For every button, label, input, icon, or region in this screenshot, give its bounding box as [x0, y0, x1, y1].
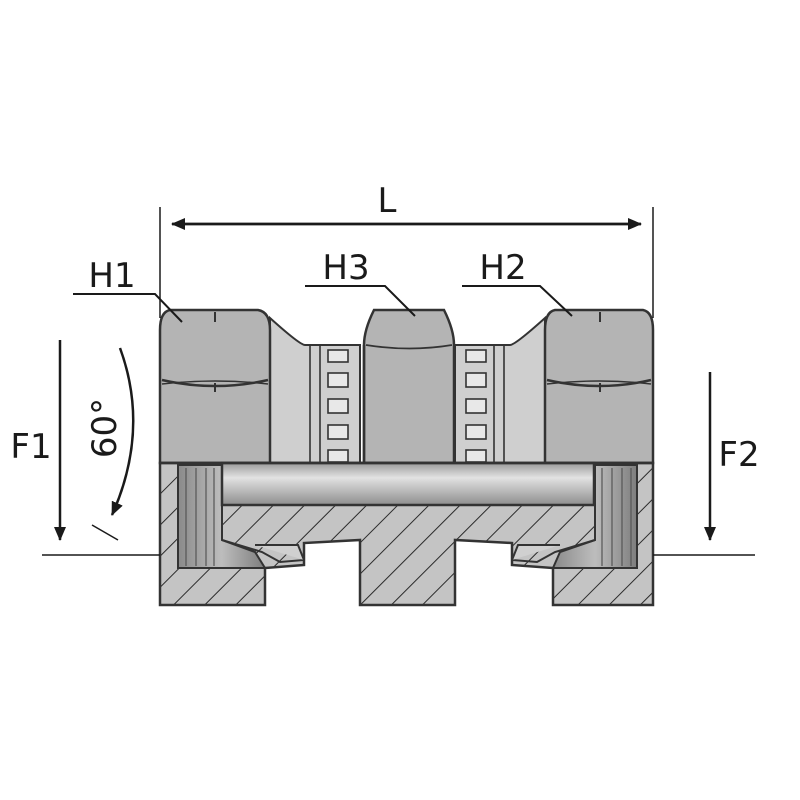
exterior-view [158, 308, 655, 465]
label-f2: F2 [718, 435, 759, 475]
labels: L H1 H3 H2 F1 F2 60° [10, 181, 759, 475]
thread-grooves-left [309, 345, 349, 463]
label-h3: H3 [322, 248, 369, 288]
label-h2: H2 [479, 248, 526, 288]
label-angle: 60° [85, 398, 125, 458]
label-h1: H1 [88, 256, 135, 296]
through-bore [220, 461, 596, 507]
body-right-neck [454, 315, 546, 464]
hex-nut-h2 [543, 308, 655, 465]
label-l: L [378, 181, 397, 221]
dimension-lines [42, 207, 755, 556]
leader-h3 [305, 285, 416, 317]
hex-center-h3 [362, 308, 456, 465]
body-left-neck [269, 315, 361, 464]
section-view [158, 461, 655, 607]
leader-h1 [73, 293, 183, 323]
leader-h2 [462, 285, 573, 317]
thread-grooves-right [465, 345, 505, 463]
angle-arc-60 [110, 347, 135, 516]
hex-nut-h1 [158, 308, 272, 465]
label-f1: F1 [10, 427, 51, 467]
